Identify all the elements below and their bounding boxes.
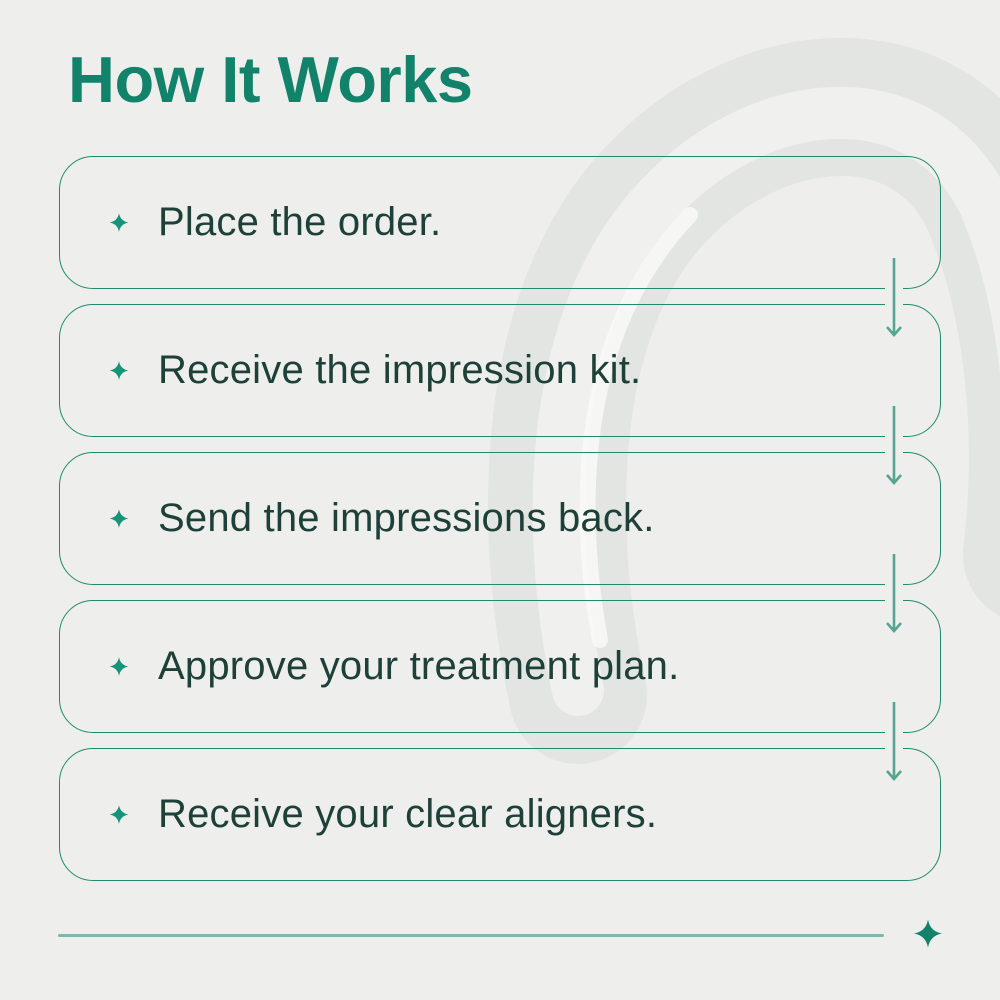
page-title: How It Works — [68, 43, 473, 116]
sparkle-icon — [109, 805, 129, 824]
step-card-2: Receive the impression kit. — [59, 304, 941, 437]
sparkle-icon — [109, 213, 129, 232]
step-card-4: Approve your treatment plan. — [59, 600, 941, 733]
step-label: Receive your clear aligners. — [158, 792, 658, 836]
sparkle-icon — [109, 361, 129, 380]
footer-divider — [58, 934, 884, 937]
footer-sparkle-icon — [913, 919, 943, 948]
sparkle-icon — [109, 509, 129, 528]
sparkle-icon — [109, 657, 129, 676]
step-card-1: Place the order. — [59, 156, 941, 289]
step-label: Send the impressions back. — [158, 496, 655, 540]
step-card-5: Receive your clear aligners. — [59, 748, 941, 881]
step-label: Approve your treatment plan. — [158, 644, 680, 688]
step-label: Place the order. — [158, 200, 442, 244]
step-card-3: Send the impressions back. — [59, 452, 941, 585]
step-label: Receive the impression kit. — [158, 348, 642, 392]
